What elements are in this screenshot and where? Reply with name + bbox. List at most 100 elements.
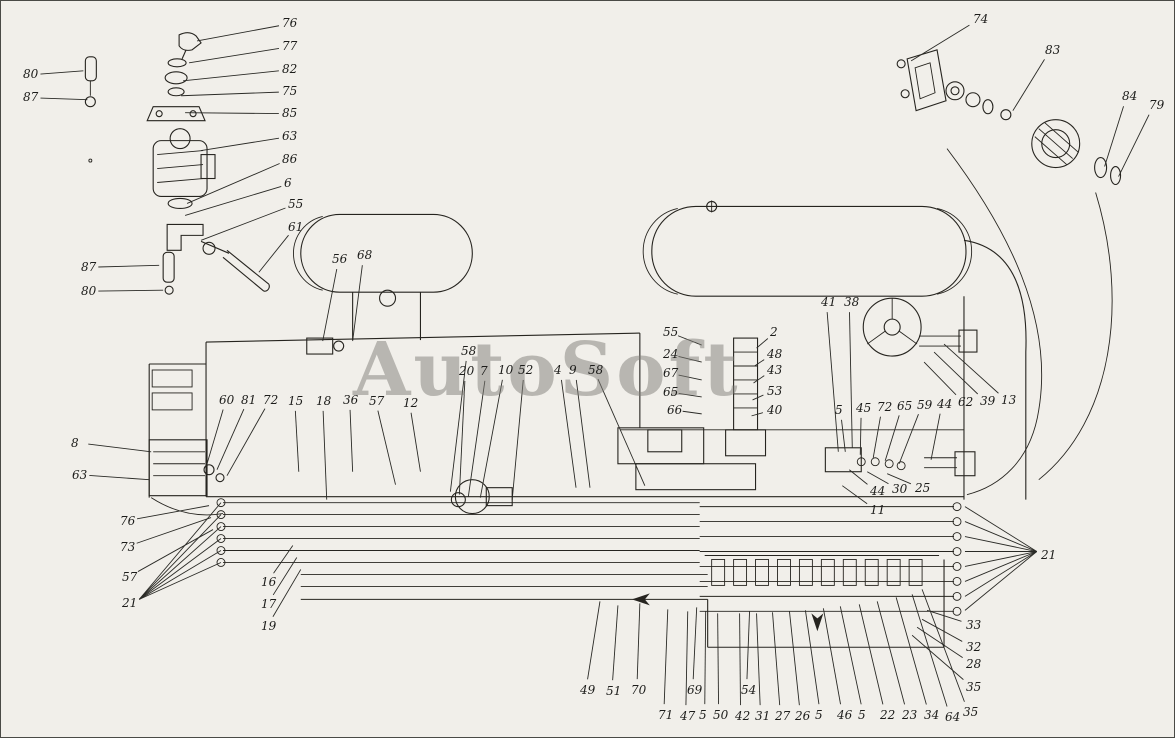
- part-label-83: 83: [1045, 43, 1061, 57]
- leader-line: [685, 611, 689, 706]
- leader-line: [822, 608, 841, 705]
- part-label-24: 24: [663, 347, 679, 361]
- part-label-10: 10: [498, 363, 514, 377]
- part-label-53: 53: [767, 384, 783, 398]
- leader-line: [597, 378, 646, 486]
- leader-line: [839, 606, 862, 705]
- leader-line: [789, 611, 800, 706]
- leader-line: [849, 312, 853, 448]
- part-label-35: 35: [963, 705, 979, 719]
- part-label-86: 86: [282, 152, 298, 166]
- leader-line: [964, 506, 1038, 552]
- part-label-42: 42: [735, 709, 751, 723]
- leader-line: [887, 473, 912, 485]
- coupling-assembly: [896, 49, 1122, 496]
- leader-line: [921, 618, 963, 642]
- leader-line: [943, 343, 999, 394]
- leader-line: [200, 207, 286, 241]
- part-label-38: 38: [844, 295, 860, 309]
- leader-line: [753, 375, 765, 384]
- leader-line: [272, 557, 298, 596]
- leader-line: [704, 611, 707, 705]
- part-label-57: 57: [369, 394, 385, 408]
- leader-line: [964, 551, 1037, 567]
- leader-line: [746, 611, 751, 680]
- leader-line: [560, 379, 577, 488]
- leader-line: [40, 70, 84, 75]
- leader-line: [612, 605, 619, 681]
- leader-line: [322, 410, 328, 500]
- part-label-85: 85: [282, 106, 298, 120]
- leader-line: [804, 610, 820, 705]
- part-label-67: 67: [663, 366, 679, 380]
- part-label-55: 55: [663, 325, 679, 339]
- part-label-20: 20: [459, 364, 475, 378]
- leader-line: [189, 48, 280, 64]
- part-label-65: 65: [897, 399, 913, 413]
- leader-line: [185, 112, 279, 115]
- leader-line: [678, 392, 702, 398]
- leader-line: [410, 412, 421, 472]
- leader-line: [930, 413, 941, 460]
- leader-line: [841, 419, 846, 452]
- part-label-7: 7: [480, 364, 488, 378]
- leader-line: [587, 601, 601, 680]
- part-label-25: 25: [915, 481, 931, 495]
- part-label-8: 8: [71, 436, 79, 450]
- leader-line: [911, 634, 964, 680]
- part-label-63: 63: [282, 129, 298, 143]
- part-label-55: 55: [288, 197, 304, 211]
- part-label-21: 21: [122, 596, 138, 610]
- leader-line: [206, 409, 224, 464]
- part-label-50: 50: [713, 708, 729, 722]
- leader-line: [89, 474, 150, 481]
- part-label-71: 71: [658, 708, 674, 722]
- part-label-40: 40: [767, 403, 783, 417]
- leader-line: [183, 70, 279, 82]
- leader-line: [898, 414, 919, 464]
- leader-line: [964, 551, 1038, 611]
- pipe-bundles: [216, 498, 962, 616]
- part-label-35: 35: [966, 680, 982, 694]
- leader-line: [511, 379, 524, 500]
- leader-line: [752, 394, 764, 401]
- part-label-64: 64: [945, 710, 961, 724]
- part-label-23: 23: [902, 708, 918, 722]
- leader-line: [923, 361, 957, 396]
- leader-line: [258, 234, 289, 273]
- part-label-45: 45: [856, 401, 872, 415]
- part-label-59: 59: [917, 398, 933, 412]
- part-label-11: 11: [870, 503, 886, 517]
- part-label-61: 61: [288, 220, 304, 234]
- engine-and-valves: [450, 337, 976, 515]
- leader-line: [479, 379, 503, 498]
- part-label-87: 87: [23, 90, 39, 104]
- leader-line: [867, 471, 889, 485]
- truck-outline: [148, 239, 1027, 516]
- part-label-31: 31: [755, 709, 771, 723]
- leader-line: [895, 597, 927, 705]
- part-label-44: 44: [937, 397, 953, 411]
- part-label-82: 82: [282, 62, 298, 76]
- part-label-43: 43: [767, 363, 783, 377]
- part-label-22: 22: [880, 708, 896, 722]
- leader-line: [911, 594, 948, 707]
- leader-line: [858, 604, 884, 705]
- leader-line: [636, 603, 641, 680]
- leader-line: [40, 97, 88, 101]
- part-label-73: 73: [120, 540, 136, 554]
- leader-line: [739, 613, 741, 706]
- part-label-28: 28: [966, 657, 982, 671]
- leader-line: [1118, 114, 1150, 177]
- leader-line: [137, 529, 214, 572]
- part-label-39: 39: [980, 394, 996, 408]
- leader-line: [964, 536, 1037, 552]
- direction-arrow-left: [631, 593, 650, 606]
- leader-line: [754, 359, 765, 367]
- part-label-65: 65: [663, 385, 679, 399]
- leader-line: [964, 551, 1038, 597]
- part-label-79: 79: [1149, 98, 1165, 112]
- leader-line: [575, 379, 591, 488]
- leader-line: [756, 338, 769, 349]
